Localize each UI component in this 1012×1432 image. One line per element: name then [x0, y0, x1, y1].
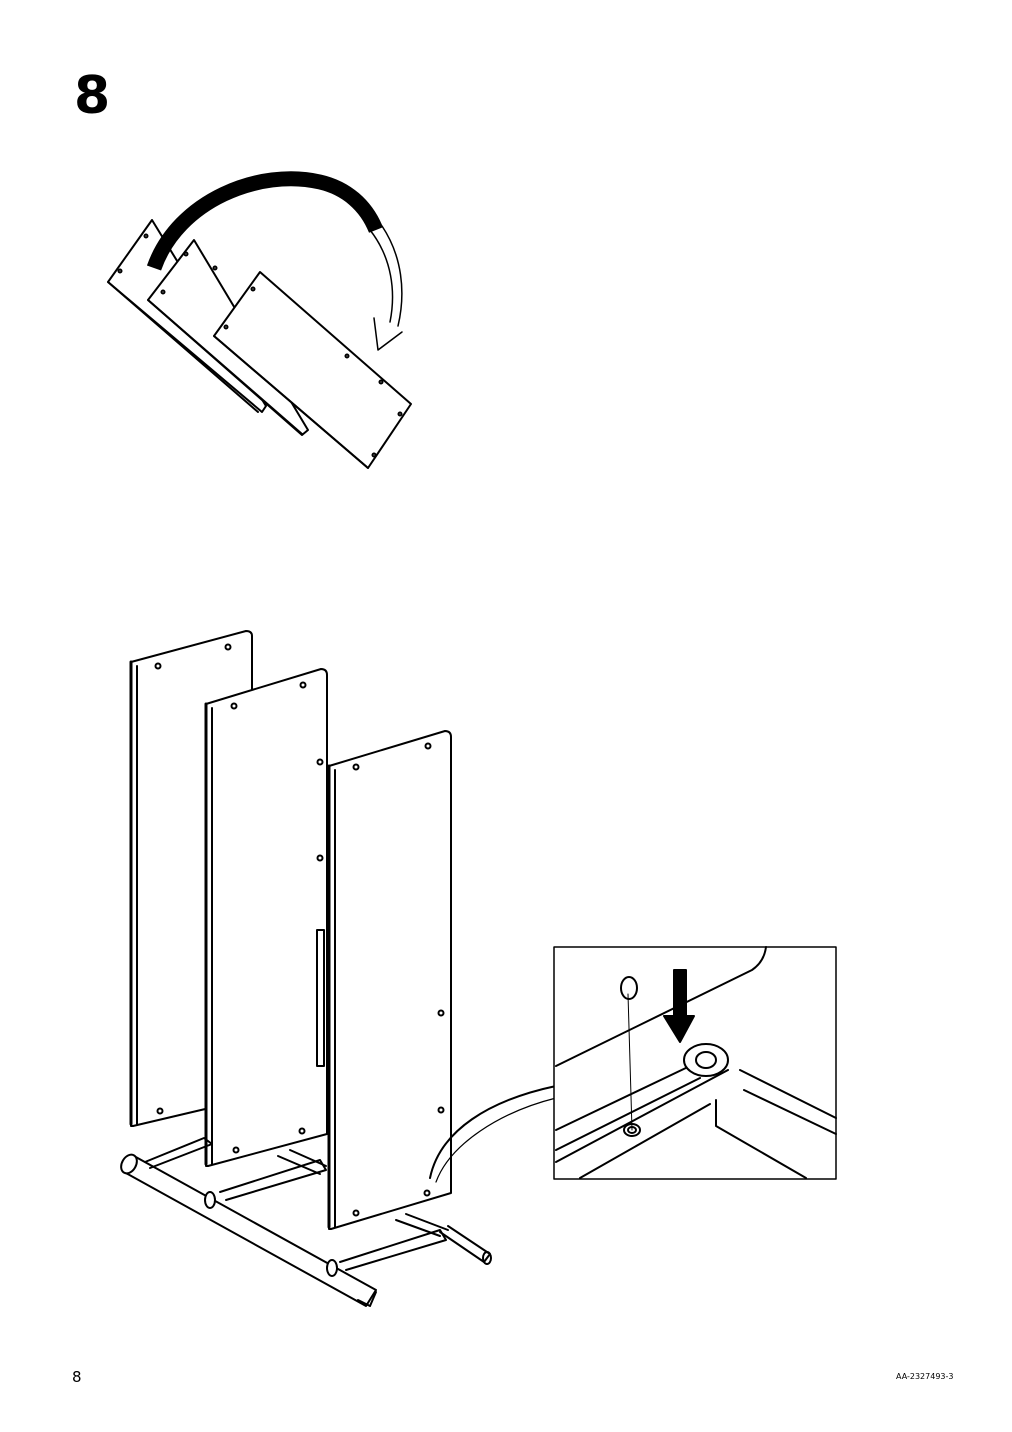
- assembly-panel-front: [327, 730, 452, 1230]
- callout-connector: [429, 1085, 557, 1179]
- down-arrow-icon: [663, 969, 695, 1043]
- assembly-panel-middle: [204, 668, 328, 1167]
- flip-panel-front: [213, 271, 412, 469]
- detail-callout-box: [553, 946, 837, 1180]
- page-number: 8: [72, 1368, 82, 1386]
- base-frame: [120, 1137, 492, 1307]
- rotate-arrow-icon: [146, 171, 403, 351]
- flip-panels-figure: [107, 171, 412, 469]
- assembly-figure: [120, 630, 557, 1307]
- step-number: 8: [74, 66, 111, 126]
- document-code: AA-2327493-3: [896, 1372, 954, 1381]
